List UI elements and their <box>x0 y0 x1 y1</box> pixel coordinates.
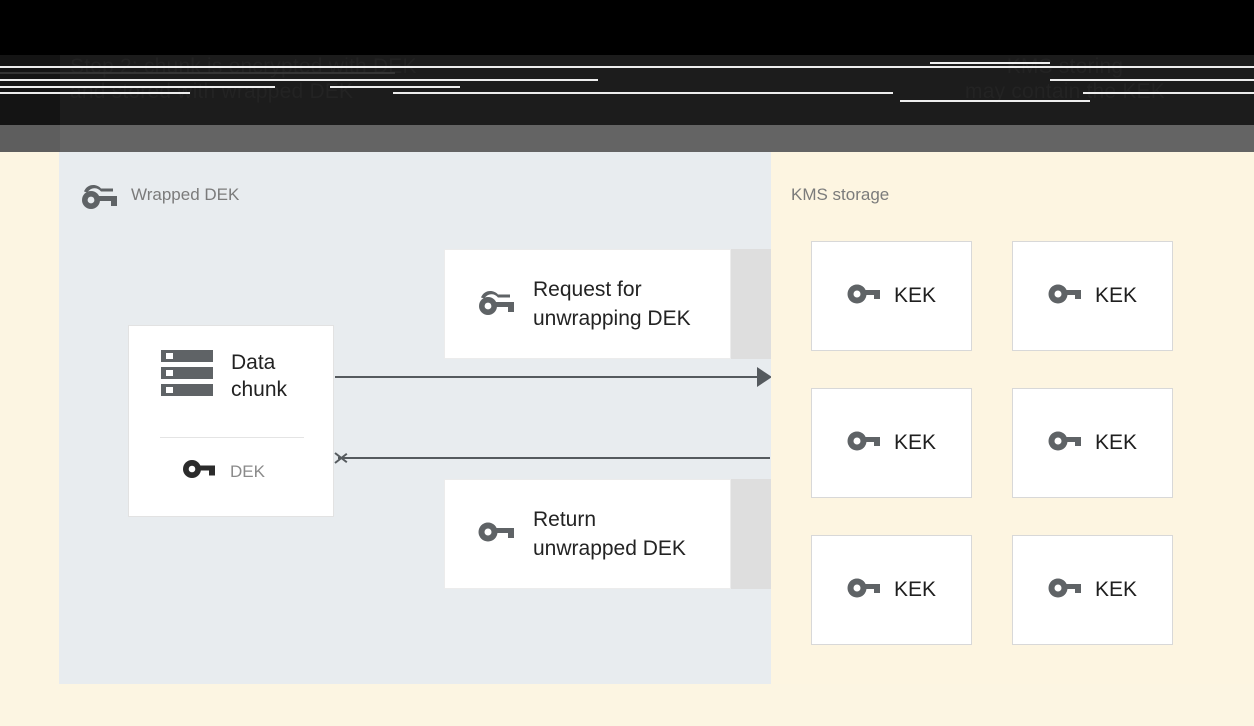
kek-label: KEK <box>893 284 937 307</box>
wrapped-key-icon <box>80 182 118 215</box>
key-icon <box>847 282 881 311</box>
kek-card[interactable]: KEK <box>811 241 972 351</box>
kek-label: KEK <box>1094 284 1138 307</box>
return-message-card[interactable]: Return unwrapped DEK <box>444 479 731 589</box>
scanline-artifact <box>930 62 1050 64</box>
scanline-artifact <box>0 92 190 94</box>
scanline-artifact <box>393 92 893 94</box>
request-message-card[interactable]: Request for unwrapping DEK <box>444 249 731 359</box>
scanline-artifact <box>1083 92 1254 94</box>
data-chunk-title: Data chunk <box>231 350 288 401</box>
key-icon <box>847 576 881 605</box>
kek-label: KEK <box>893 431 937 454</box>
wrapped-key-icon <box>477 287 515 322</box>
kek-card[interactable]: KEK <box>1012 388 1173 498</box>
key-icon <box>1048 429 1082 458</box>
return-message-text: Return unwrapped DEK <box>533 508 686 560</box>
kek-label: KEK <box>893 578 937 601</box>
wrapped-dek-panel-label: Wrapped DEK <box>131 185 240 204</box>
scanline-artifact <box>0 72 395 74</box>
key-icon <box>1048 282 1082 311</box>
data-chunk-dek-row: DEK <box>129 458 333 485</box>
scanline-artifact <box>0 66 1254 68</box>
kek-card[interactable]: KEK <box>811 388 972 498</box>
request-message-text: Request for unwrapping DEK <box>533 278 691 330</box>
scanline-artifact <box>0 86 275 88</box>
page-title-secondary-line2: may contain the KEK <box>965 80 1165 103</box>
kek-card[interactable]: KEK <box>1012 241 1173 351</box>
kek-card[interactable]: KEK <box>811 535 972 645</box>
key-icon <box>847 429 881 458</box>
scanline-artifact <box>1050 79 1254 81</box>
toolbar-strip-left <box>0 125 60 152</box>
key-icon <box>1048 576 1082 605</box>
window-top-bar <box>0 0 1254 55</box>
return-arrow-head <box>335 448 349 468</box>
page-title-line2: and stored with wrapped DEK <box>70 80 354 103</box>
kek-card[interactable]: KEK <box>1012 535 1173 645</box>
scanline-artifact <box>330 86 460 88</box>
return-message[interactable]: Return unwrapped DEK <box>444 479 772 589</box>
return-arrow-line <box>338 457 770 459</box>
dek-label: DEK <box>230 461 265 481</box>
kek-label: KEK <box>1094 578 1138 601</box>
scanline-artifact <box>900 100 1090 102</box>
kek-label: KEK <box>1094 431 1138 454</box>
return-message-strip <box>731 479 772 589</box>
request-message[interactable]: Request for unwrapping DEK <box>444 249 772 359</box>
storage-chunk-icon <box>159 348 215 403</box>
kek-grid: KEK KEK KEK KEK KEK <box>811 241 1173 645</box>
request-arrow-head <box>757 367 772 387</box>
kms-storage-panel-label: KMS storage <box>791 185 890 204</box>
request-message-strip <box>731 249 772 359</box>
toolbar-strip <box>0 125 1254 152</box>
data-chunk-header: Data chunk <box>129 348 333 403</box>
data-chunk-card[interactable]: Data chunk DEK <box>128 325 334 517</box>
key-icon <box>183 458 216 485</box>
card-divider <box>160 437 304 438</box>
request-arrow-line <box>335 376 767 378</box>
scanline-artifact <box>0 79 598 81</box>
key-icon <box>477 518 515 551</box>
